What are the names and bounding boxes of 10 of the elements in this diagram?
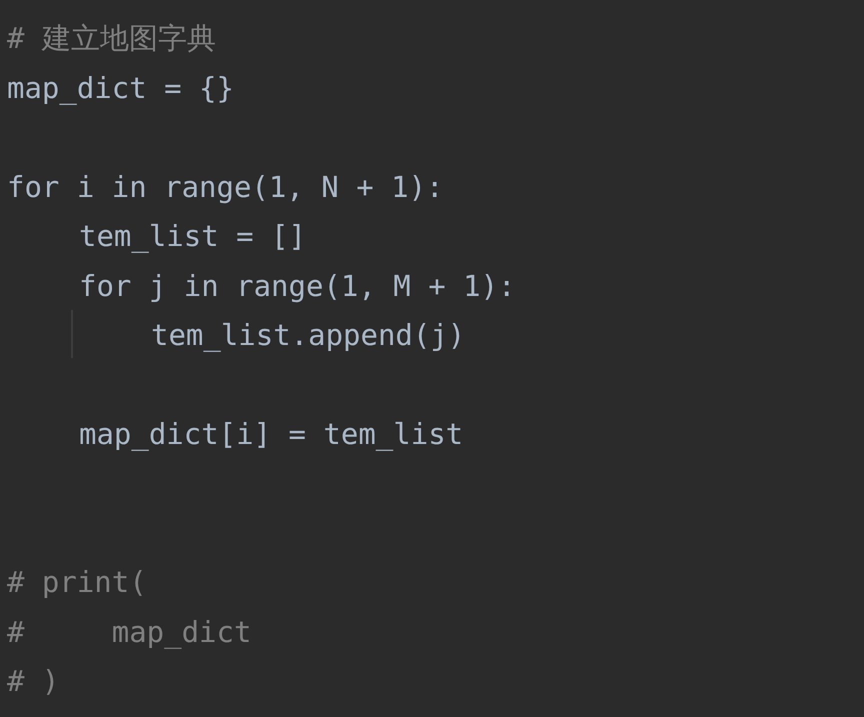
- code-line: map_dict[i] = tem_list: [79, 416, 464, 452]
- code-comment: # map_dict: [7, 614, 252, 650]
- code-line: for j in range(1, M + 1):: [79, 268, 516, 304]
- code-line: for i in range(1, N + 1):: [7, 169, 444, 205]
- code-line: map_dict = {}: [7, 70, 234, 106]
- code-line: tem_list = []: [79, 218, 306, 254]
- code-line: tem_list.append(j): [151, 317, 466, 353]
- code-comment: # print(: [7, 564, 147, 600]
- code-comment: # ): [7, 663, 60, 699]
- code-comment: # 建立地图字典: [7, 20, 216, 56]
